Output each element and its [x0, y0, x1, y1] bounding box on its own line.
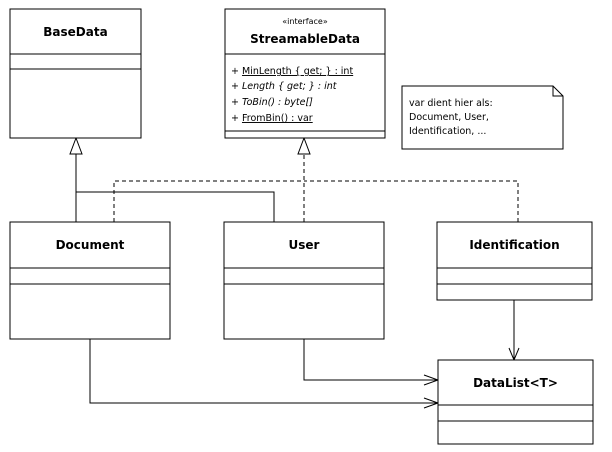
class-user[interactable]: User	[223, 221, 385, 340]
class-identification[interactable]: Identification	[436, 221, 593, 301]
class-name-identification: Identification	[469, 238, 559, 252]
class-name-datalist: DataList<T>	[473, 376, 558, 390]
member-length: + Length { get; } : int	[231, 81, 338, 92]
note-line-3: Identification, ...	[409, 126, 486, 137]
note-line-2: Document, User,	[409, 112, 489, 123]
realization-identification-streamable	[304, 180, 519, 222]
class-document[interactable]: Document	[9, 221, 171, 340]
stereotype-interface: «interface»	[282, 17, 328, 26]
member-frombin: + FromBin() : var	[231, 113, 313, 124]
class-name-streamabledata: StreamableData	[250, 32, 360, 46]
class-basedata[interactable]: BaseData	[9, 8, 142, 139]
class-name-user: User	[289, 238, 320, 252]
member-minlength: + MinLength { get; } : int	[231, 66, 353, 77]
generalization-arrowhead-basedata	[69, 136, 83, 155]
class-name-document: Document	[56, 238, 125, 252]
realization-document-streamable	[113, 180, 304, 222]
generalization-user-basedata	[76, 191, 275, 222]
association-identification-datalist	[508, 300, 520, 362]
realization-arrowhead-streamable	[297, 136, 311, 155]
class-name-basedata: BaseData	[43, 25, 107, 39]
note-comment: var dient hier als: Document, User, Iden…	[401, 85, 564, 150]
note-line-1: var dient hier als:	[409, 98, 493, 109]
association-document-datalist	[89, 339, 440, 409]
class-streamabledata[interactable]: «interface» StreamableData + MinLength {…	[224, 8, 386, 139]
class-datalist[interactable]: DataList<T>	[437, 359, 594, 445]
association-user-datalist	[303, 339, 440, 386]
member-tobin: + ToBin() : byte[]	[231, 97, 313, 108]
